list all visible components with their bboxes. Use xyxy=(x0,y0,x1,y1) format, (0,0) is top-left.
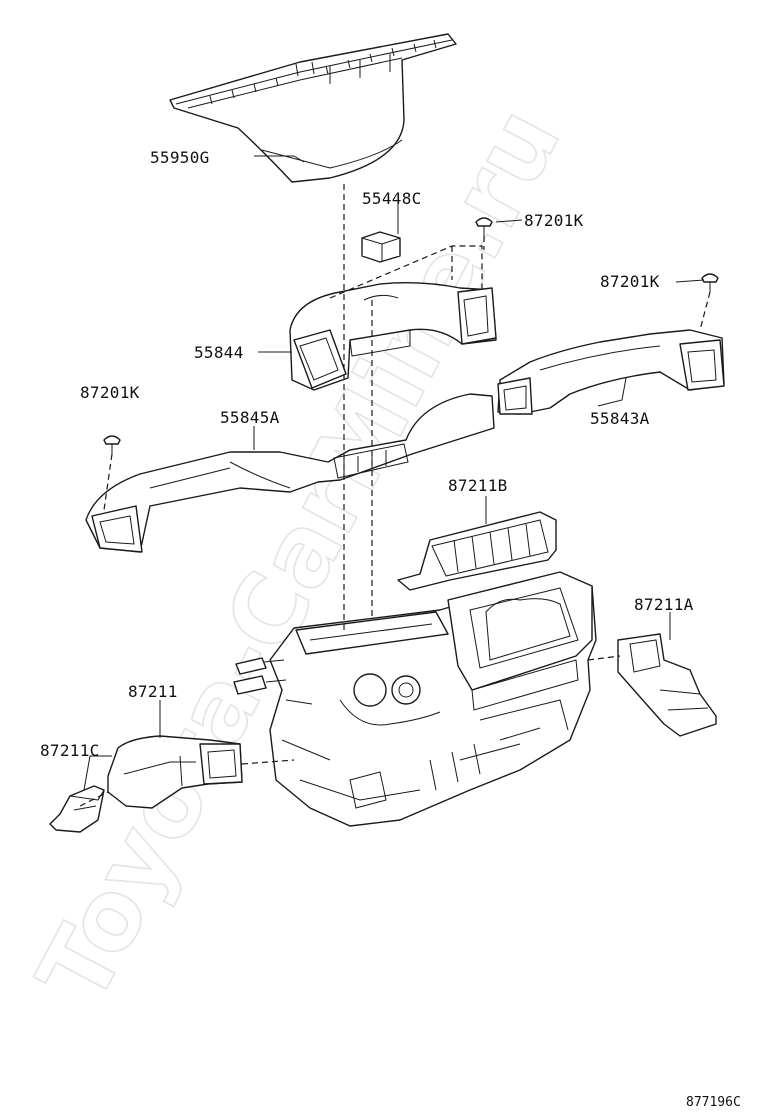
label-55845A: 55845A xyxy=(220,408,280,427)
part-55950G-panel xyxy=(169,33,457,183)
label-55950G: 55950G xyxy=(150,148,210,167)
screw-87201K-top xyxy=(475,217,493,236)
leader-lines xyxy=(83,155,705,791)
label-87211B: 87211B xyxy=(448,476,508,495)
screw-87201K-left xyxy=(103,435,121,454)
label-87211C: 87211C xyxy=(40,741,100,760)
part-87211B-grille xyxy=(397,511,557,591)
part-55843A-duct xyxy=(497,329,725,415)
drawing-number: 877196C xyxy=(686,1095,741,1110)
label-55844: 55844 xyxy=(194,343,244,362)
label-87201K-left: 87201K xyxy=(80,383,140,402)
part-55448C-block xyxy=(361,231,401,263)
label-87211A: 87211A xyxy=(634,595,694,614)
label-87201K-right: 87201K xyxy=(600,272,660,291)
label-87201K-top: 87201K xyxy=(524,211,584,230)
part-87211A-duct xyxy=(617,633,717,737)
assembly-dashed-lines xyxy=(79,184,711,807)
part-55844-duct xyxy=(289,281,497,391)
label-55448C: 55448C xyxy=(362,189,422,208)
label-55843A: 55843A xyxy=(590,409,650,428)
label-87211: 87211 xyxy=(128,682,178,701)
part-87211C-duct xyxy=(49,785,105,833)
screw-87201K-right xyxy=(701,273,719,292)
hvac-unit-assembly xyxy=(233,571,597,827)
